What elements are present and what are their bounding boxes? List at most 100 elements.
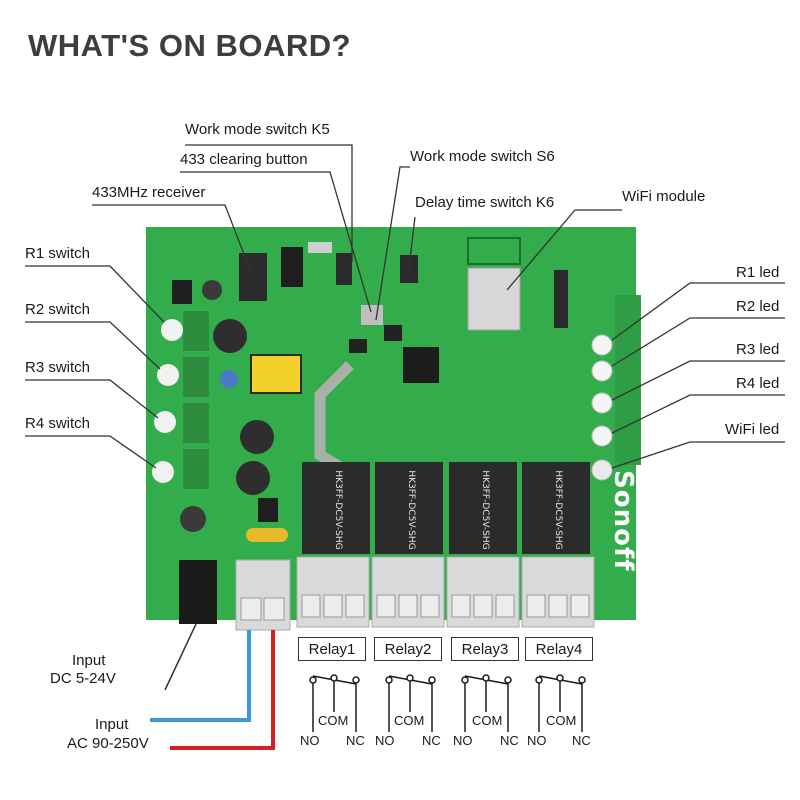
leader-r1-led: [611, 282, 785, 341]
led-r1: [591, 334, 613, 356]
dip-switch-s6: [400, 255, 418, 283]
label-dc-input-line2: DC 5-24V: [50, 670, 116, 687]
label-clearing-button: 433 clearing button: [180, 151, 308, 168]
chip-small-2: [349, 339, 367, 353]
label-r2-switch: R2 switch: [25, 301, 91, 318]
label-r3-switch: R3 switch: [25, 359, 91, 376]
chip-top-1: [281, 247, 303, 287]
leader-k5: [185, 144, 353, 262]
label-r4-led: R4 led: [736, 375, 780, 392]
relay-label-3: Relay3: [451, 637, 519, 661]
blue-capacitor: [220, 370, 238, 388]
label-r3-led: R3 led: [736, 341, 780, 358]
led-r4: [591, 425, 613, 447]
svg-text:HK3FF-DC5V-SHG: HK3FF-DC5V-SHG: [333, 470, 343, 549]
brand-logo: Sonoff: [608, 470, 638, 572]
contact-nc-2: NC: [422, 733, 441, 748]
leader-s6: [375, 166, 410, 321]
leader-r4-switch: [25, 435, 157, 469]
leader-r2-led: [611, 317, 785, 367]
label-r2-led: R2 led: [736, 298, 780, 315]
contact-com-2: COM: [394, 713, 425, 728]
switch-r2: [157, 357, 209, 397]
contact-no-4: NO: [527, 733, 547, 748]
label-receiver: 433MHz receiver: [92, 184, 206, 201]
chip-top-2: [172, 280, 192, 304]
led-wifi: [591, 459, 613, 481]
receiver-coil: [239, 253, 267, 301]
leader-r4-led: [611, 394, 785, 434]
contact-nc-1: NC: [346, 733, 365, 748]
terminal-relay-4: [521, 556, 595, 628]
label-wifi-led: WiFi led: [725, 421, 780, 438]
mcu-chip: [403, 347, 439, 383]
contact-symbol-4: [535, 674, 586, 732]
label-work-mode-k5: Work mode switch K5: [185, 121, 330, 138]
contact-symbol-3: [461, 674, 512, 732]
terminal-relay-2: [371, 556, 445, 628]
led-r3: [591, 392, 613, 414]
label-dc-input-line1: Input: [72, 652, 106, 669]
led-r2: [591, 360, 613, 382]
capacitor-3: [236, 461, 270, 495]
leader-r1-switch: [25, 265, 165, 323]
switch-r3: [154, 403, 209, 443]
leader-clearing: [180, 171, 372, 313]
label-ac-input-line1: Input: [95, 716, 129, 733]
inductor: [202, 280, 222, 300]
relay-label-4: Relay4: [525, 637, 593, 661]
contact-com-3: COM: [472, 713, 503, 728]
switch-r1: [161, 311, 209, 351]
contact-nc-4: NC: [572, 733, 591, 748]
relay-body-2: HK3FF-DC5V-SHG: [375, 462, 443, 554]
label-r1-switch: R1 switch: [25, 245, 91, 262]
label-ac-input-line2: AC 90-250V: [67, 735, 149, 752]
svg-text:HK3FF-DC5V-SHG: HK3FF-DC5V-SHG: [553, 470, 563, 549]
wire-red: [170, 630, 275, 750]
contact-symbol-1: [309, 674, 360, 732]
leader-delay: [408, 216, 416, 269]
header-pins: [554, 270, 568, 328]
label-work-mode-s6: Work mode switch S6: [410, 148, 555, 165]
terminal-ac-input: [235, 559, 291, 631]
terminal-relay-3: [446, 556, 520, 628]
label-r4-switch: R4 switch: [25, 415, 91, 432]
relay-body-1: HK3FF-DC5V-SHG: [302, 462, 370, 554]
bridge-chip: [258, 498, 278, 522]
dc-pointer: [164, 623, 197, 691]
leader-r3-switch: [25, 379, 159, 419]
contact-no-1: NO: [300, 733, 320, 748]
relay-body-4: HK3FF-DC5V-SHG: [522, 462, 590, 554]
wifi-antenna: [467, 237, 521, 265]
dip-switch-k5: [336, 253, 352, 285]
pcb-right-tab: [615, 295, 641, 465]
label-r1-led: R1 led: [736, 264, 780, 281]
clearing-button-part: [361, 305, 383, 325]
crystal: [308, 242, 332, 253]
svg-text:HK3FF-DC5V-SHG: HK3FF-DC5V-SHG: [480, 470, 490, 549]
label-wifi-module: WiFi module: [622, 188, 706, 205]
page-title: WHAT'S ON BOARD?: [28, 28, 352, 63]
wire-blue: [150, 630, 251, 722]
transformer: [250, 354, 302, 394]
contact-symbol-2: [385, 674, 436, 732]
svg-text:HK3FF-DC5V-SHG: HK3FF-DC5V-SHG: [406, 470, 416, 549]
relay-body-3: HK3FF-DC5V-SHG: [449, 462, 517, 554]
switch-r4: [152, 449, 209, 489]
wifi-module-shield: [467, 267, 521, 331]
capacitor-4: [180, 506, 206, 532]
capacitor-2: [240, 420, 274, 454]
leader-wifi-led: [611, 441, 785, 469]
terminal-relay-1: [296, 556, 370, 628]
label-delay-switch: Delay time switch K6: [415, 194, 555, 211]
fuse: [246, 528, 288, 542]
relay-label-2: Relay2: [374, 637, 442, 661]
contact-nc-3: NC: [500, 733, 519, 748]
contact-no-2: NO: [375, 733, 395, 748]
leader-r2-switch: [25, 321, 161, 370]
relay-label-1: Relay1: [298, 637, 366, 661]
dc-jack: [179, 560, 217, 624]
leader-wifi: [506, 209, 622, 291]
